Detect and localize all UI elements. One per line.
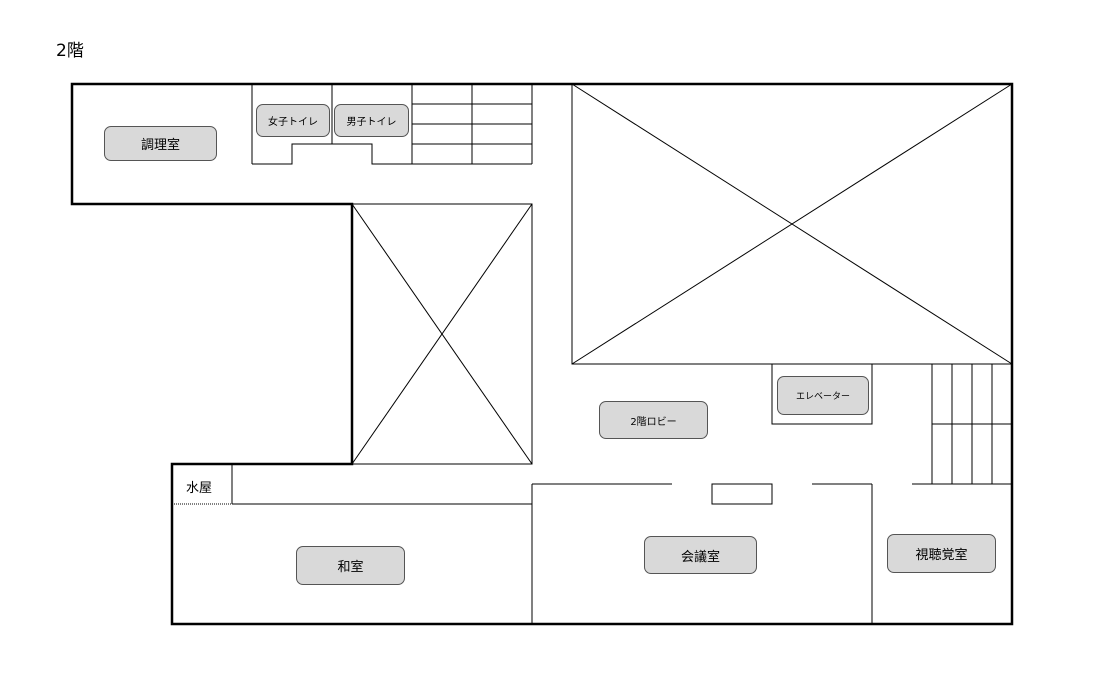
room-av: 視聴覚室 <box>887 534 996 573</box>
outer-wall <box>70 82 1014 626</box>
room-kitchen: 調理室 <box>104 126 217 161</box>
void-atrium-small <box>351 203 533 465</box>
elevator-shaft <box>771 363 873 425</box>
room-washitsu: 和室 <box>296 546 405 585</box>
room-mizuya: 水屋 <box>186 481 213 496</box>
room-meeting: 会議室 <box>644 536 757 574</box>
room-lobby: 2階ロビー <box>599 401 708 439</box>
room-mens-toilet: 男子トイレ <box>334 104 409 137</box>
room-womens-toilet: 女子トイレ <box>256 104 330 137</box>
counter <box>711 483 773 505</box>
wall <box>252 143 532 165</box>
stairs-right <box>912 364 1012 485</box>
room-elevator: エレベーター <box>777 376 869 415</box>
floor-title: 2階 <box>56 41 84 61</box>
stairs-upper <box>412 84 533 164</box>
void-atrium-large <box>571 83 1013 365</box>
